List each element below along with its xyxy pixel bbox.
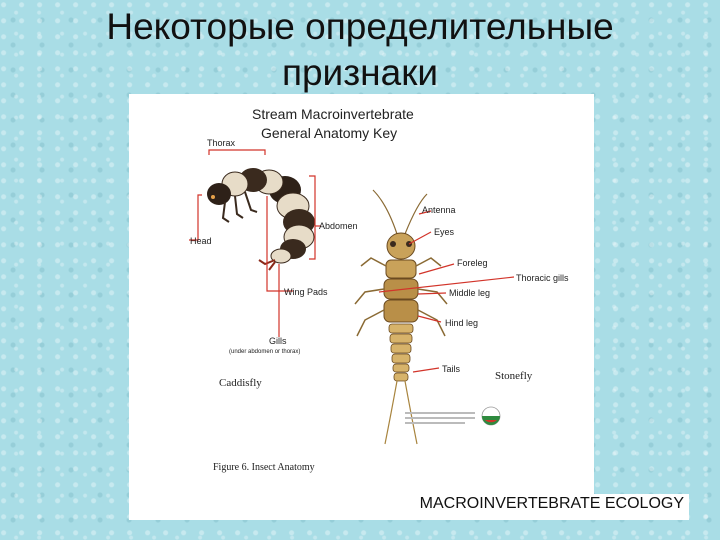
label-thorax: Thorax: [207, 138, 236, 148]
stonefly-illustration: [354, 189, 448, 445]
figure-heading-line2: General Anatomy Key: [261, 125, 397, 141]
stonefly-leader-lines: [378, 210, 515, 373]
anatomy-diagram: Stream Macroinvertebrate General Anatomy…: [189, 106, 569, 473]
anatomy-figure: Stream Macroinvertebrate General Anatomy…: [129, 94, 594, 501]
slide-title-line2: признаки: [281, 52, 439, 93]
label-eyes: Eyes: [434, 227, 455, 237]
footer-label: MACROINVERTEBRATE ECOLOGY: [419, 495, 684, 512]
label-caddisfly: Caddisfly: [219, 377, 262, 389]
figure-caption: Figure 6. Insect Anatomy: [213, 462, 315, 473]
slide-title-line1: Некоторые определительные: [106, 6, 614, 47]
label-middle-leg: Middle leg: [449, 288, 490, 298]
caddisfly-leader-lines: [189, 149, 321, 337]
label-foreleg: Foreleg: [457, 258, 488, 268]
label-wing-pads: Wing Pads: [284, 287, 328, 297]
publisher-logo: [405, 406, 501, 426]
label-hind-leg: Hind leg: [445, 318, 478, 328]
label-thoracic-gills: Thoracic gills: [516, 273, 569, 283]
label-stonefly: Stonefly: [495, 370, 533, 382]
label-tails: Tails: [442, 364, 461, 374]
caddisfly-illustration: [207, 168, 315, 271]
label-antenna: Antenna: [422, 205, 456, 215]
label-head: Head: [190, 236, 212, 246]
label-gills-note: (under abdomen or thorax): [229, 349, 300, 355]
figure-heading-line1: Stream Macroinvertebrate: [252, 106, 414, 122]
label-abdomen: Abdomen: [319, 221, 358, 231]
label-gills: Gills: [269, 336, 287, 346]
slide-title: Некоторые определительные признаки: [0, 4, 720, 96]
